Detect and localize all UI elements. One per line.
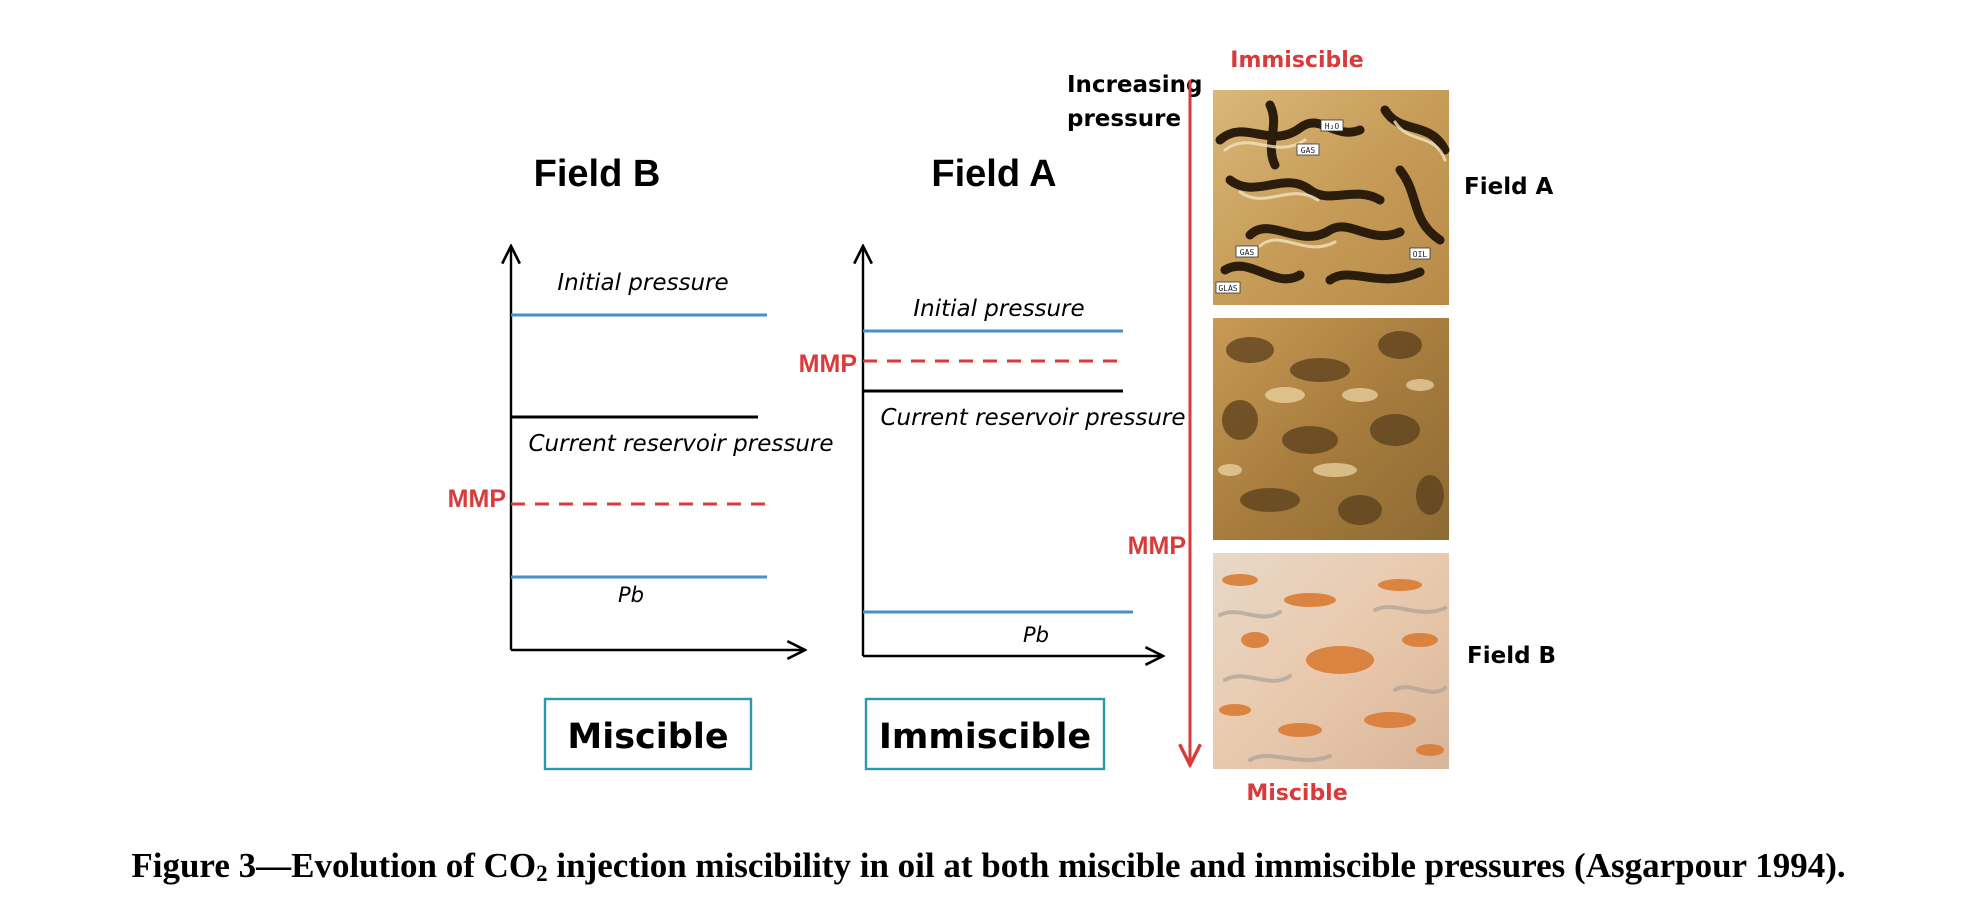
photo-field-b-label: Field B <box>1467 643 1556 669</box>
field-a-mmp-label: MMP <box>799 350 857 378</box>
photo-tag-water: H₂O <box>1325 122 1340 131</box>
caption-suffix: injection miscibility in oil at both mis… <box>547 846 1846 885</box>
field-b-status-label: Miscible <box>567 717 728 757</box>
increasing-pressure-label-line1: Increasing <box>1067 72 1202 98</box>
photo-tag-gas-2: GAS <box>1240 248 1255 257</box>
field-b-status-box <box>543 697 753 771</box>
photo-top-highlights <box>1223 120 1447 249</box>
photo-bottom-miscible <box>1213 553 1449 769</box>
field-b-current-pressure-label: Current reservoir pressure <box>529 431 834 457</box>
field-a-initial-pressure-label: Initial pressure <box>913 296 1084 322</box>
photo-field-a-label: Field A <box>1464 174 1554 200</box>
photo-bottom-orange-patches <box>1219 574 1444 756</box>
field-b-initial-pressure-label: Initial pressure <box>557 270 728 296</box>
field-b-title: Field B <box>534 153 661 195</box>
field-a-status-box <box>864 697 1106 771</box>
field-a-title: Field A <box>931 153 1056 195</box>
increasing-pressure-label-line2: pressure <box>1067 106 1181 132</box>
immiscible-top-label: Immiscible <box>1230 48 1363 73</box>
miscible-bottom-label: Miscible <box>1246 781 1347 806</box>
photo-top-tags: H₂O GAS GAS OIL GLAS <box>1215 119 1431 294</box>
field-a-status-label: Immiscible <box>879 717 1091 757</box>
caption-subscript: 2 <box>536 861 548 886</box>
field-b-mmp-label: MMP <box>448 485 506 513</box>
photo-tag-glass: GLAS <box>1218 284 1237 293</box>
photo-tag-gas-1: GAS <box>1301 146 1316 155</box>
field-a-current-pressure-label: Current reservoir pressure <box>881 405 1186 431</box>
caption-prefix: Figure 3—Evolution of CO <box>131 846 537 885</box>
pressure-scale: Immiscible Increasing pressure MMP Misci… <box>1067 48 1364 806</box>
pressure-scale-mmp-label: MMP <box>1128 532 1186 560</box>
photo-tag-oil: OIL <box>1413 250 1428 259</box>
figure-caption: Figure 3—Evolution of CO2 injection misc… <box>0 846 1977 887</box>
photo-middle-highlights <box>1218 379 1434 477</box>
photo-middle-blobs <box>1222 331 1444 525</box>
field-a-diagram: Field A Initial pressure MMP Current res… <box>799 153 1186 771</box>
field-b-pb-label: Pb <box>618 583 644 607</box>
photo-middle <box>1213 318 1449 540</box>
field-a-pb-label: Pb <box>1023 623 1049 647</box>
field-b-diagram: Field B Initial pressure Current reservo… <box>448 153 834 771</box>
photo-top-immiscible: H₂O GAS GAS OIL GLAS <box>1213 90 1450 305</box>
photo-bottom-grey-streaks <box>1218 605 1447 762</box>
